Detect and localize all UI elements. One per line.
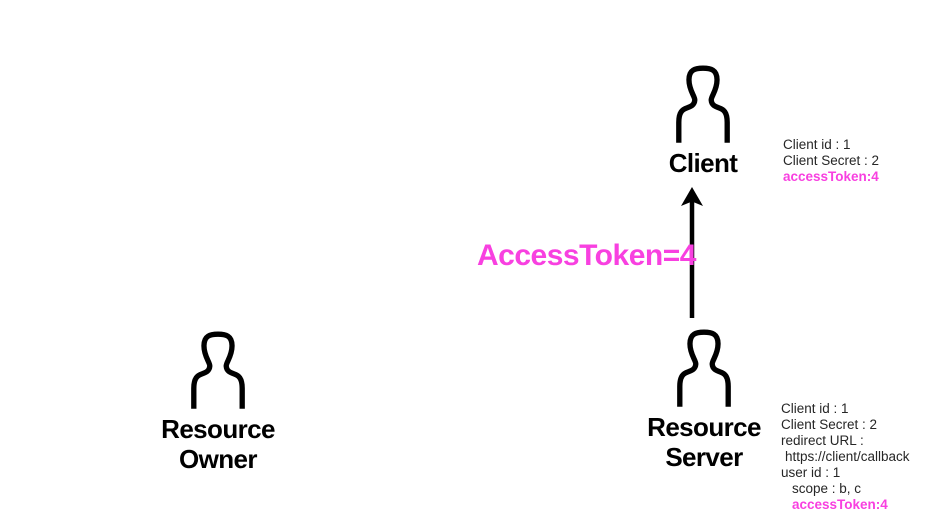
person-icon <box>676 65 730 143</box>
client-info-line: Client id : 1 <box>783 137 851 152</box>
client-info-block: Client id : 1 Client Secret : 2 accessTo… <box>783 137 879 185</box>
client-label: Client <box>668 148 738 178</box>
up-arrow-icon <box>681 187 703 318</box>
server-info-scope: scope : b, c <box>792 481 862 496</box>
server-info-line: redirect URL : <box>781 433 864 448</box>
person-icon <box>677 329 731 407</box>
server-info-line: user id : 1 <box>781 465 841 480</box>
actor-resource-server: Resource Server <box>644 329 764 472</box>
client-info-access-token: accessToken:4 <box>783 169 879 184</box>
server-info-access-token: accessToken:4 <box>792 497 888 512</box>
client-info-line: Client Secret : 2 <box>783 153 880 168</box>
access-token-flow-label: AccessToken=4 <box>477 239 696 272</box>
actor-client: Client <box>643 65 763 178</box>
server-info-line: Client id : 1 <box>781 401 849 416</box>
actor-resource-owner: Resource Owner <box>158 331 278 474</box>
person-icon <box>191 331 245 409</box>
server-info-redirect-url: https://client/callback <box>785 449 910 464</box>
server-info-line: Client Secret : 2 <box>781 417 878 432</box>
resource-server-label: Resource Server <box>647 412 761 472</box>
resource-owner-label: Resource Owner <box>161 414 275 474</box>
server-info-block: Client id : 1 Client Secret : 2 redirect… <box>781 401 910 513</box>
